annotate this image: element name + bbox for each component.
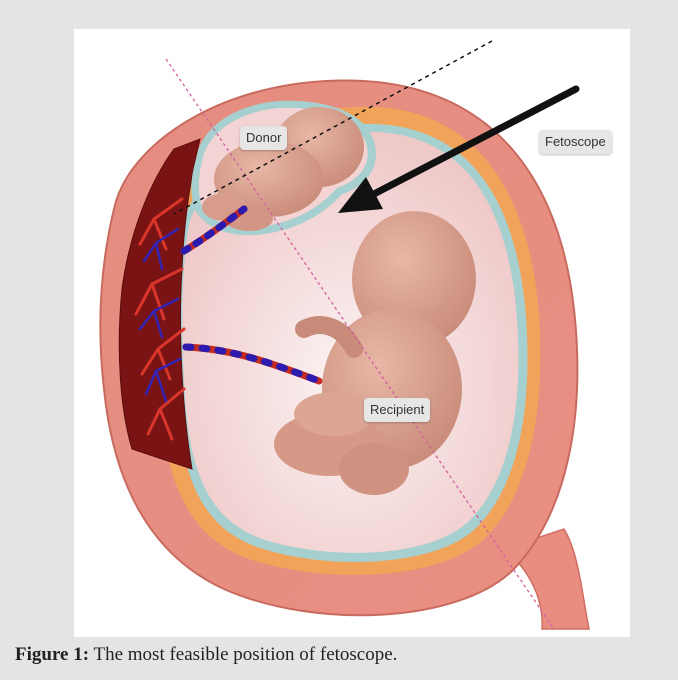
recipient-label: Recipient [364, 398, 430, 422]
illustration-panel: Donor Fetoscope Recipient [74, 29, 630, 637]
fetoscope-label: Fetoscope [539, 130, 612, 154]
caption-prefix: Figure 1: [15, 644, 89, 665]
donor-label: Donor [240, 126, 287, 150]
twin-transfusion-diagram [74, 29, 630, 637]
caption-text: The most feasible position of fetoscope. [93, 644, 397, 665]
figure-caption: Figure 1: The most feasible position of … [15, 644, 665, 666]
